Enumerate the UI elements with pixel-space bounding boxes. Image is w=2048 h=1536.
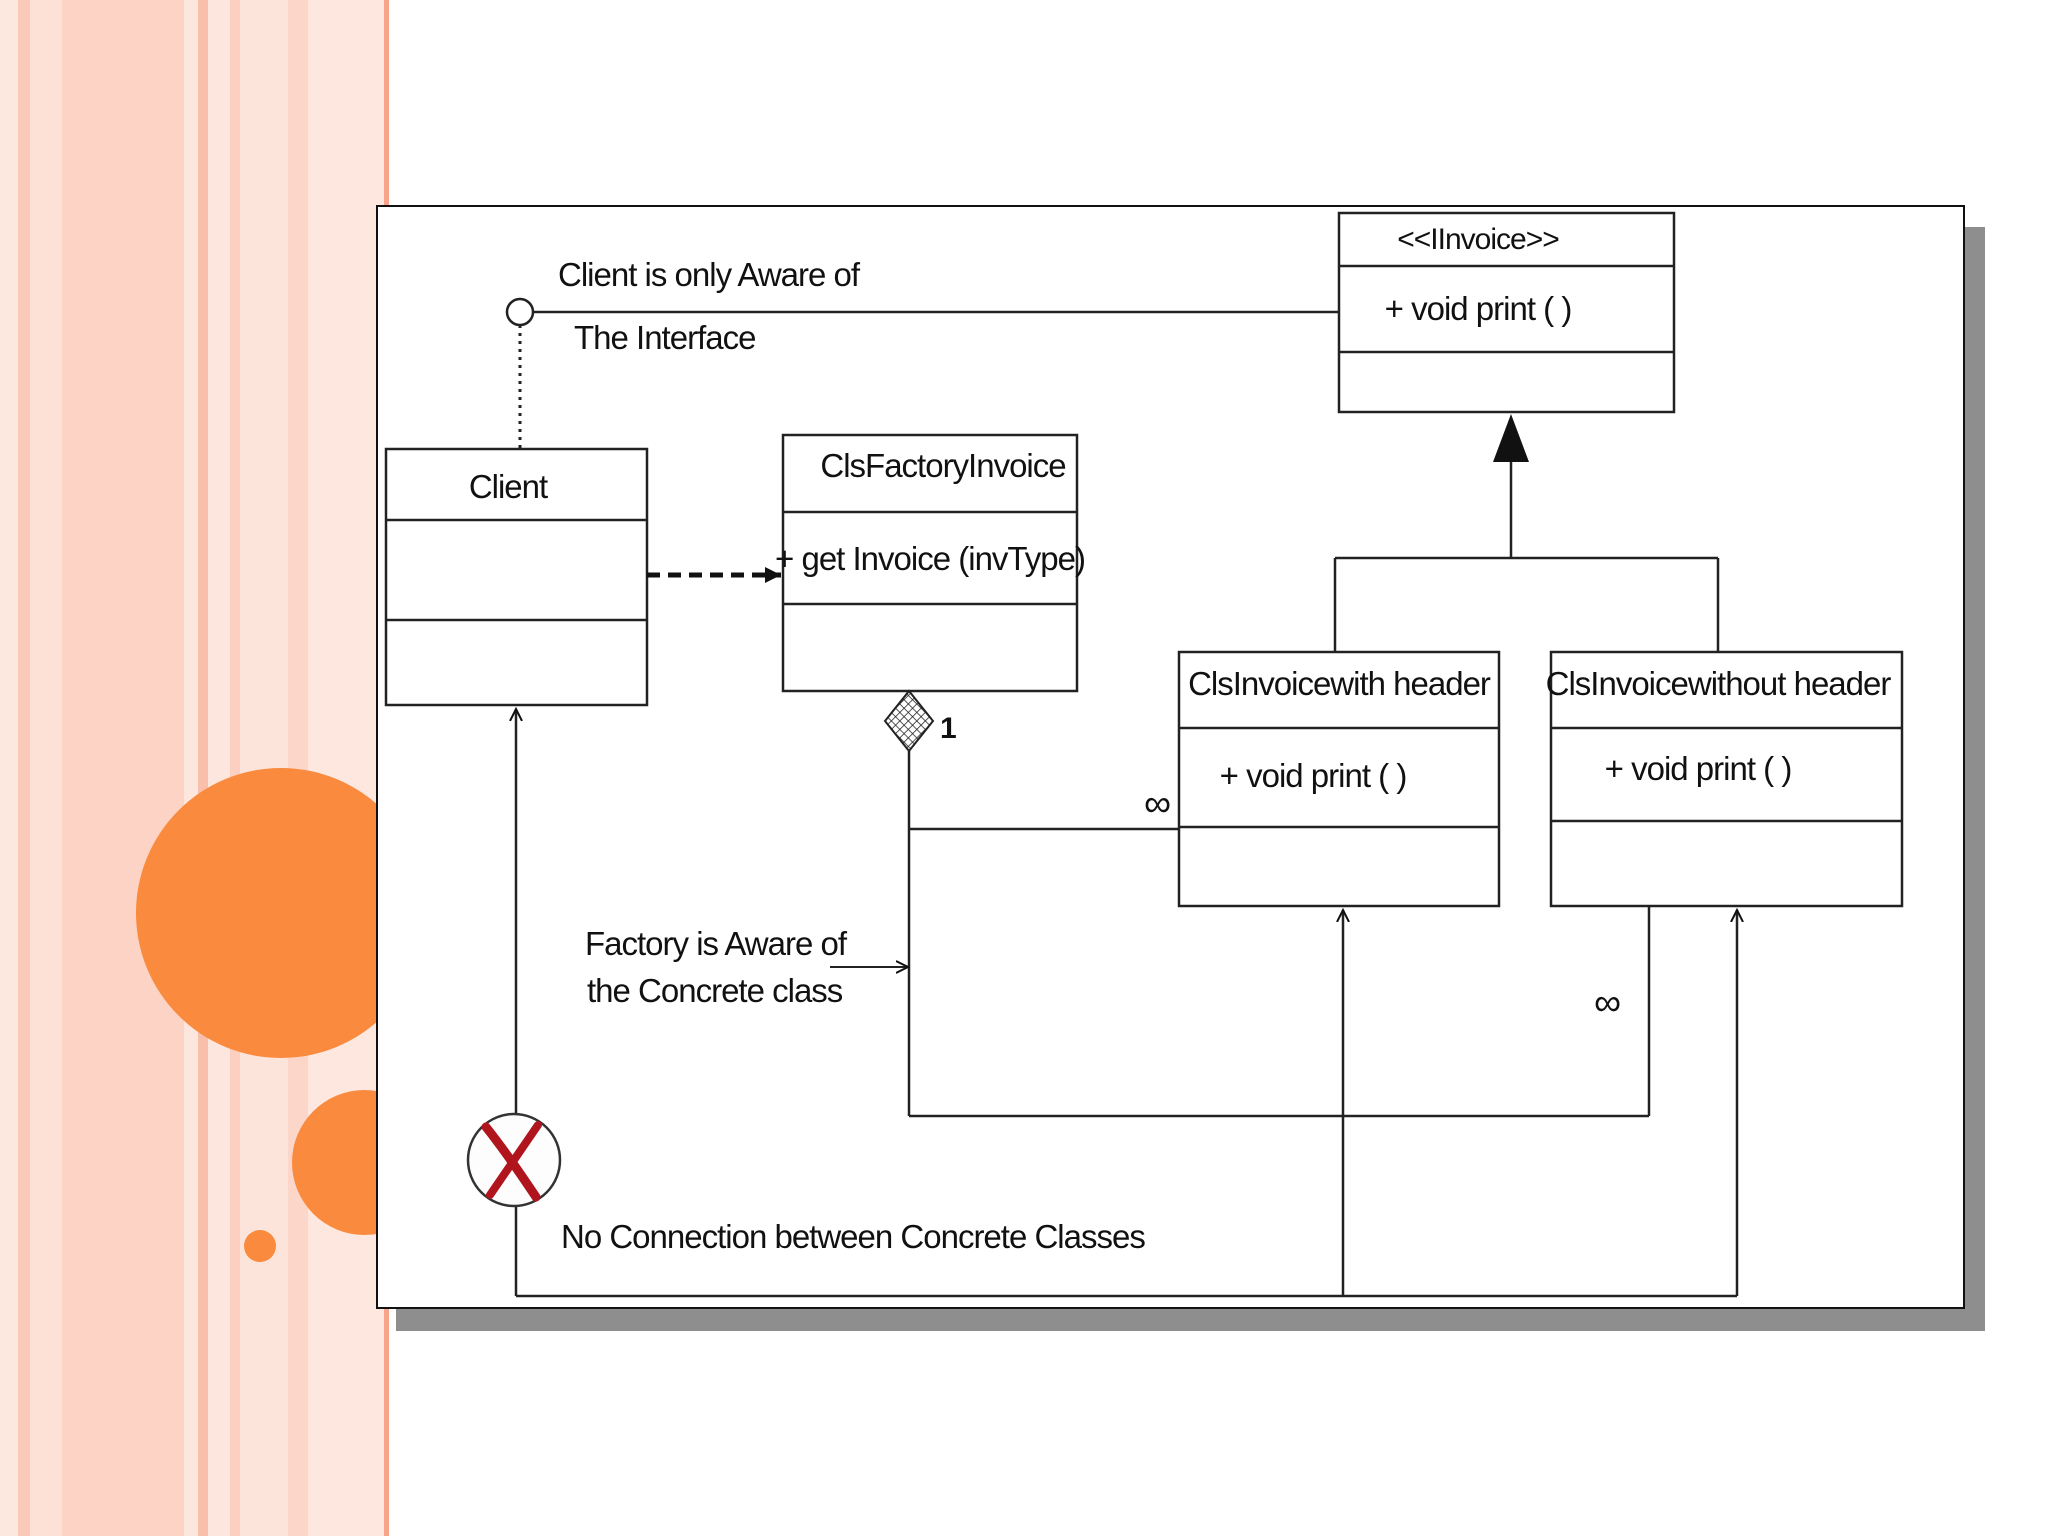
stripe-band-11 <box>308 0 384 1536</box>
stripe-band-4 <box>62 0 184 1536</box>
red-x-circle-icon <box>466 1112 562 1208</box>
concrete-with-header-box: ClsInvoicewith header + void print ( ) <box>1177 650 1501 908</box>
decorative-small-circle <box>244 1230 276 1262</box>
factory-aware-note-line2: the Concrete class <box>587 972 843 1009</box>
interface-method: + void print ( ) <box>1385 290 1572 327</box>
factory-method: + get Invoice (invType) <box>775 540 1085 577</box>
without-header-method: + void print ( ) <box>1605 750 1792 787</box>
client-class-box: Client <box>384 447 649 707</box>
interface-class-box: <<IInvoice>> + void print ( ) <box>1337 211 1676 414</box>
stripe-band-6 <box>198 0 208 1536</box>
no-connection-note: No Connection between Concrete Classes <box>561 1218 1145 1255</box>
hatched-diamond-icon <box>883 689 935 753</box>
factory-class-name: ClsFactoryInvoice <box>820 447 1065 484</box>
factory-class-box: ClsFactoryInvoice + get Invoice (invType… <box>775 433 1086 693</box>
client-aware-note-line2: The Interface <box>574 319 755 356</box>
uml-diagram: <<IInvoice>> + void print ( ) Client Cls… <box>376 205 1965 1309</box>
stripe-band-8 <box>230 0 240 1536</box>
stripe-band-2 <box>18 0 30 1536</box>
filled-triangle-icon <box>1493 414 1529 462</box>
interface-stereotype: <<IInvoice>> <box>1397 223 1559 256</box>
concrete-without-header-box: ClsInvoicewithout header + void print ( … <box>1546 650 1904 908</box>
stripe-band-5 <box>184 0 198 1536</box>
stripe-band-3 <box>30 0 62 1536</box>
client-class-name: Client <box>469 468 548 505</box>
with-header-method: + void print ( ) <box>1220 757 1407 794</box>
without-header-class-name: ClsInvoicewithout header <box>1546 665 1892 702</box>
with-header-class-name: ClsInvoicewith header <box>1188 665 1491 702</box>
with-header-multiplicity: ∞ <box>1144 783 1170 825</box>
stripe-band-7 <box>208 0 230 1536</box>
without-header-multiplicity: ∞ <box>1594 982 1620 1024</box>
stripe-band-1 <box>0 0 18 1536</box>
factory-multiplicity: 1 <box>940 712 957 745</box>
client-aware-note-line1: Client is only Aware of <box>558 256 861 293</box>
lollipop-circle-icon <box>505 297 535 327</box>
factory-aware-note-line1: Factory is Aware of <box>585 925 848 962</box>
factory-association-lines <box>907 751 1651 1118</box>
inheritance-connector <box>1333 414 1720 652</box>
